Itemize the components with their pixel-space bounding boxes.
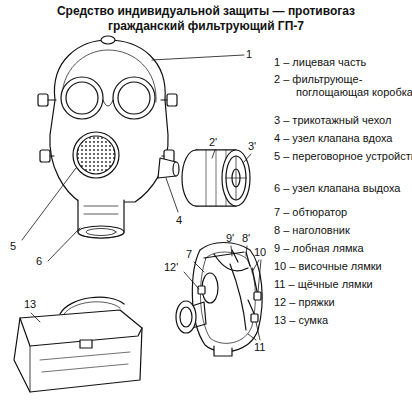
bag (14, 310, 142, 392)
legend-item: 6 – узел клапана выдоха (274, 182, 412, 195)
filter-canister (226, 156, 246, 200)
eyepiece (61, 77, 155, 119)
callout-number: 2' (209, 136, 217, 149)
callout-number: 4 (176, 214, 182, 227)
legend-item: 1 – лицевая часть (274, 56, 412, 69)
facepiece-harness (214, 346, 232, 356)
filter-canister (222, 150, 250, 206)
bag (14, 297, 142, 392)
leader-line (231, 246, 232, 256)
facepiece-front (50, 40, 168, 202)
facepiece-front (40, 150, 50, 162)
bag (40, 352, 130, 372)
legend-item: 9 – лобная лямка (274, 242, 412, 255)
leader-line (244, 154, 251, 162)
leader-line (184, 272, 199, 289)
speech-device (73, 132, 119, 178)
speech-device (73, 132, 119, 178)
leader-line (22, 168, 76, 240)
legend-item: 2 – фильтрующе-поглощающая коробка (274, 73, 412, 99)
legend-item: 10 – височные лямки (274, 260, 412, 273)
leader-line (48, 228, 80, 261)
leader-line (246, 246, 247, 256)
callout-number: 7 (186, 248, 192, 261)
facepiece-front (101, 36, 115, 44)
leader-line (152, 55, 244, 60)
callout-number: 9' (226, 232, 234, 245)
legend-item: 12 – пряжки (274, 296, 412, 309)
facepiece-front (167, 94, 177, 106)
bag (60, 297, 124, 314)
callout-number: 12' (164, 261, 178, 274)
eyepiece (118, 82, 150, 114)
callout-number: 13 (24, 298, 36, 311)
leader-line (31, 313, 40, 322)
eyepiece (61, 77, 103, 119)
callout-number: 8' (242, 232, 250, 245)
callout-number: 10 (254, 246, 266, 259)
callout-number: 6 (36, 255, 42, 268)
callout-number: 1 (246, 48, 252, 61)
leader-line (22, 55, 261, 340)
facepiece-harness (180, 307, 192, 327)
facepiece-harness (204, 250, 250, 271)
legend-item: 13 – сумка (274, 314, 412, 327)
exhalation-valve (78, 200, 124, 238)
facepiece-front (38, 36, 177, 202)
callout-number: 3' (248, 140, 256, 153)
eyepiece (66, 82, 98, 114)
facepiece-harness (254, 292, 261, 300)
leader-line (166, 178, 178, 212)
legend-item: 8 – наголовник (274, 224, 412, 237)
facepiece-harness (176, 301, 196, 333)
facepiece-harness (200, 252, 255, 343)
facepiece-harness (176, 243, 262, 357)
leader-line (212, 150, 215, 158)
legend-item: 3 – трикотажный чехол (274, 114, 412, 127)
facepiece-harness (198, 286, 205, 294)
inhalation-valve (173, 162, 179, 176)
bag (30, 346, 31, 392)
eyepiece (113, 77, 155, 119)
bag (64, 302, 120, 314)
legend-item: 7 – обтюратор (274, 206, 412, 219)
callout-number: 5 (10, 240, 16, 253)
exhalation-valve (78, 200, 124, 238)
eyepiece (103, 100, 113, 106)
filter-canister (182, 150, 250, 206)
leader-line (194, 262, 204, 272)
exhalation-valve (78, 226, 124, 238)
diagram-title: Средство индивидуальной защиты — противо… (36, 4, 376, 34)
facepiece-harness (251, 314, 258, 322)
leader-line (248, 322, 260, 340)
inhalation-valve (158, 158, 179, 178)
illustration (14, 36, 262, 392)
legend-item: 11 – щёчные лямки (274, 278, 412, 291)
filter-canister (226, 156, 246, 200)
exhalation-valve (86, 229, 116, 236)
legend-item: 5 – переговорное устройство (274, 150, 412, 163)
facepiece-front (38, 94, 48, 106)
bag (80, 340, 92, 348)
callout-number: 11 (254, 341, 265, 354)
speech-device (77, 136, 115, 174)
leader-line (252, 260, 261, 292)
exhalation-valve (84, 206, 118, 214)
legend-item: 4 – узел клапана вдоха (274, 132, 412, 145)
facepiece-harness (192, 243, 262, 352)
